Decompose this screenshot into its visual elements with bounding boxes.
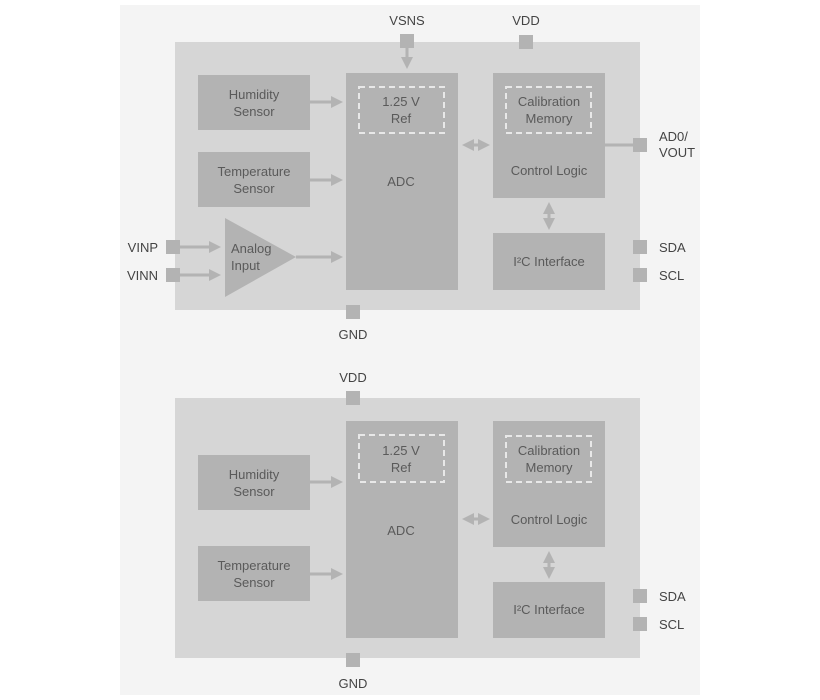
adc-label: ADC: [387, 523, 414, 538]
i2c-interface-block: [493, 582, 605, 638]
sda-label: SDA: [659, 240, 686, 255]
sda-pin: [633, 589, 647, 603]
control-logic-label: Control Logic: [511, 163, 588, 178]
temperature-sensor-block: [198, 152, 310, 207]
vdd-pin: [519, 35, 533, 49]
gnd-pin: [346, 305, 360, 319]
vsns-pin: [400, 34, 414, 48]
scl-label: SCL: [659, 617, 684, 632]
humidity-sensor-block: [198, 75, 310, 130]
temperature-label-1: Temperature: [218, 164, 291, 179]
vinp-pin: [166, 240, 180, 254]
analog-label-2: Input: [231, 258, 260, 273]
vdd-label: VDD: [512, 13, 539, 28]
gnd-pin: [346, 653, 360, 667]
adc-block: [346, 421, 458, 638]
humidity-label-2: Sensor: [233, 104, 275, 119]
calibration-label-1: Calibration: [518, 94, 580, 109]
vinn-label: VINN: [127, 268, 158, 283]
vinn-pin: [166, 268, 180, 282]
analog-label-1: Analog: [231, 241, 271, 256]
vdd-pin: [346, 391, 360, 405]
calibration-label-2: Memory: [526, 460, 573, 475]
scl-label: SCL: [659, 268, 684, 283]
calibration-label-1: Calibration: [518, 443, 580, 458]
control-logic-label: Control Logic: [511, 512, 588, 527]
vout-label: VOUT: [659, 145, 695, 160]
sda-pin: [633, 240, 647, 254]
scl-pin: [633, 268, 647, 282]
i2c-interface-block: [493, 233, 605, 290]
calibration-dashed-box: [505, 86, 592, 134]
bottom-diagram: Humidity Sensor Temperature Sensor 1.25 …: [175, 370, 686, 691]
ad0-pin: [633, 138, 647, 152]
vdd-label: VDD: [339, 370, 366, 385]
top-diagram: Humidity Sensor Temperature Sensor Analo…: [127, 13, 695, 342]
reference-dashed-box: [358, 434, 445, 483]
ad0-label: AD0/: [659, 129, 688, 144]
analog-input-amplifier: [225, 218, 296, 297]
control-logic-block: [493, 421, 605, 547]
vsns-label: VSNS: [389, 13, 425, 28]
ref-label-1: 1.25 V: [382, 94, 420, 109]
reference-dashed-box: [358, 86, 445, 134]
adc-label: ADC: [387, 174, 414, 189]
ref-label-2: Ref: [391, 460, 412, 475]
ref-label-2: Ref: [391, 111, 412, 126]
humidity-label-1: Humidity: [229, 87, 280, 102]
i2c-label: I²C Interface: [513, 602, 585, 617]
sda-label: SDA: [659, 589, 686, 604]
adc-block: [346, 73, 458, 290]
humidity-label-1: Humidity: [229, 467, 280, 482]
control-logic-block: [493, 73, 605, 198]
temperature-label-1: Temperature: [218, 558, 291, 573]
gnd-label: GND: [339, 676, 368, 691]
temperature-label-2: Sensor: [233, 181, 275, 196]
temperature-label-2: Sensor: [233, 575, 275, 590]
scl-pin: [633, 617, 647, 631]
ref-label-1: 1.25 V: [382, 443, 420, 458]
vinp-label: VINP: [128, 240, 158, 255]
gnd-label: GND: [339, 327, 368, 342]
i2c-label: I²C Interface: [513, 254, 585, 269]
humidity-label-2: Sensor: [233, 484, 275, 499]
temperature-sensor-block: [198, 546, 310, 601]
calibration-label-2: Memory: [526, 111, 573, 126]
humidity-sensor-block: [198, 455, 310, 510]
calibration-dashed-box: [505, 435, 592, 483]
